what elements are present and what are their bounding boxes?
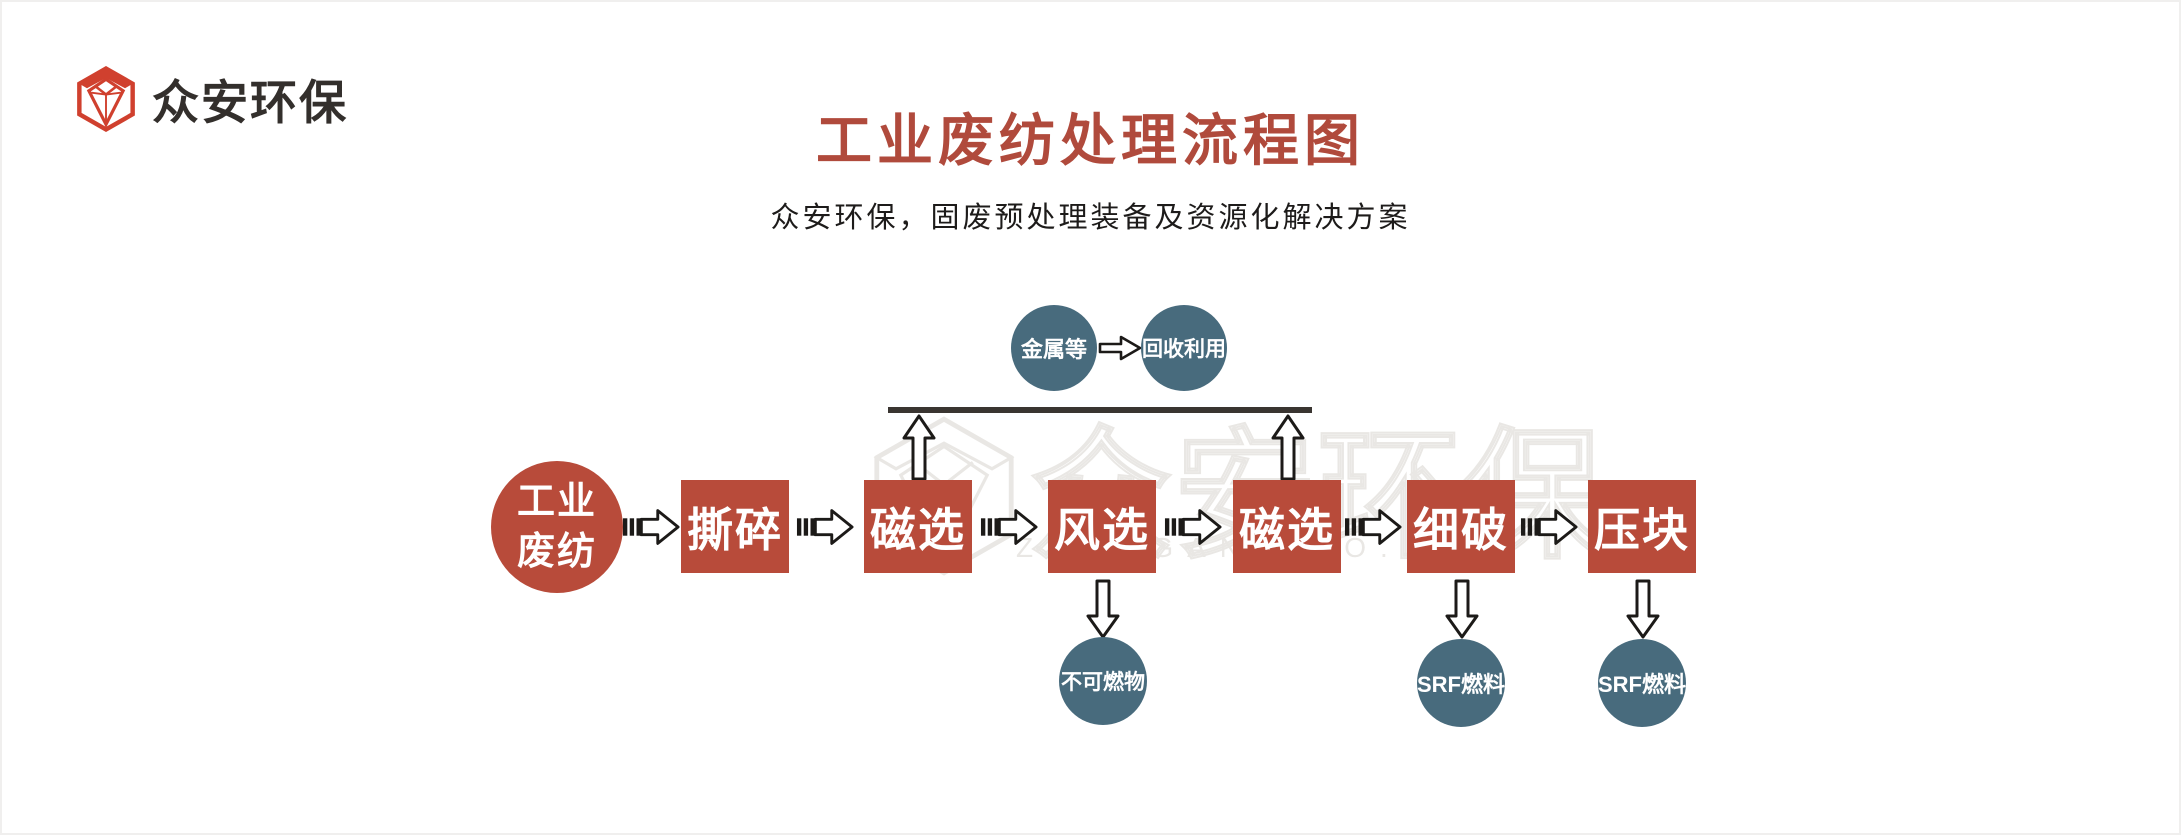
logo: 众安环保 xyxy=(74,64,348,133)
magnet2-up-arrow-icon xyxy=(1271,414,1305,481)
flow-right-arrow-icon xyxy=(980,509,1038,545)
compact-down-arrow-icon xyxy=(1626,579,1660,639)
collector-line xyxy=(888,407,1312,413)
finecrush-down-arrow-icon xyxy=(1445,579,1479,639)
step-label: 细破 xyxy=(1413,503,1509,556)
node-srf-fuel-2: SRF燃料 xyxy=(1598,639,1686,727)
node-recycle-label: 回收利用 xyxy=(1142,338,1226,361)
recycle-right-arrow-icon xyxy=(1098,335,1142,361)
node-srf-fuel-label: SRF燃料 xyxy=(1598,672,1687,697)
flow-step-compact: 压块 xyxy=(1588,480,1696,573)
airsort-down-arrow-icon xyxy=(1086,579,1120,639)
page-subtitle: 众安环保，固废预处理装备及资源化解决方案 xyxy=(770,202,1411,234)
node-nonburnable-label: 不可燃物 xyxy=(1061,671,1145,694)
flow-right-arrow-icon xyxy=(1344,509,1402,545)
magnet1-up-arrow-icon xyxy=(902,414,936,481)
flow-step-finecrush: 细破 xyxy=(1407,480,1515,573)
node-srf-fuel-label: SRF燃料 xyxy=(1417,672,1506,697)
step-label: 压块 xyxy=(1594,503,1690,556)
flow-step-magnet2: 磁选 xyxy=(1233,480,1341,573)
flow-right-arrow-icon xyxy=(1520,509,1578,545)
step-label: 磁选 xyxy=(870,503,966,556)
node-recycle: 回收利用 xyxy=(1141,305,1227,391)
page-title: 工业废纺处理流程图 xyxy=(816,109,1365,172)
source-label-line1: 工业 xyxy=(516,480,597,523)
step-label: 风选 xyxy=(1054,503,1150,556)
flow-step-shred: 撕碎 xyxy=(681,480,789,573)
node-srf-fuel-1: SRF燃料 xyxy=(1417,639,1505,727)
flow-right-arrow-icon xyxy=(796,509,854,545)
zhongan-gem-icon xyxy=(77,65,135,132)
flow-step-airsort: 风选 xyxy=(1048,480,1156,573)
node-nonburnable: 不可燃物 xyxy=(1059,637,1147,725)
flow-step-magnet1: 磁选 xyxy=(864,480,972,573)
step-label: 磁选 xyxy=(1239,503,1335,556)
node-metal-label: 金属等 xyxy=(1020,337,1087,362)
node-metal: 金属等 xyxy=(1011,305,1097,391)
step-label: 撕碎 xyxy=(687,503,783,556)
source-node: 工业 废纺 xyxy=(491,461,623,593)
flow-right-arrow-icon xyxy=(1164,509,1222,545)
source-label-line2: 废纺 xyxy=(516,531,597,573)
flow-right-arrow-icon xyxy=(622,509,680,545)
logo-text: 众安环保 xyxy=(152,76,348,129)
